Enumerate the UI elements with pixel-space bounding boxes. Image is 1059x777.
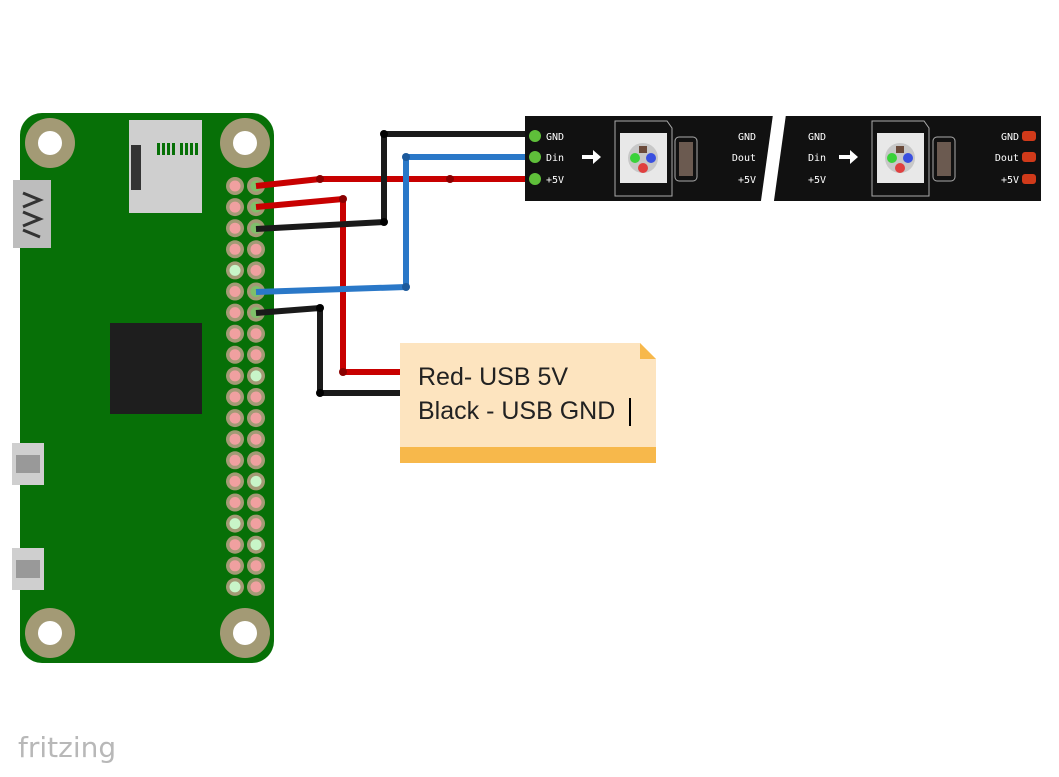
- soc-chip: [110, 323, 202, 414]
- gpio-header: [226, 177, 265, 596]
- wire-red-5v-strip[interactable]: [255, 176, 530, 189]
- mini-hdmi-port: [13, 180, 51, 248]
- gpio-pin[interactable]: [247, 577, 265, 596]
- gpio-pin[interactable]: [226, 324, 244, 343]
- wires: [255, 130, 530, 397]
- note-line-1: Red- USB 5V: [418, 363, 568, 391]
- capacitor: [932, 136, 956, 182]
- gpio-pin[interactable]: [226, 514, 244, 533]
- gpio-pin[interactable]: [226, 219, 244, 238]
- gpio-pin[interactable]: [226, 577, 244, 596]
- gpio-pin[interactable]: [226, 345, 244, 364]
- pin-label-gnd: GND: [546, 132, 564, 143]
- led-strip[interactable]: GND Din +5V GND Dout +5V GND Din +5V GND…: [525, 100, 1041, 215]
- raspberry-pi-zero[interactable]: [12, 113, 274, 663]
- gpio-pin[interactable]: [247, 345, 265, 364]
- gpio-pin[interactable]: [247, 409, 265, 428]
- note-line-2: Black - USB GND: [418, 397, 615, 425]
- gpio-pin[interactable]: [226, 493, 244, 512]
- pin-label-5v: +5V: [1001, 175, 1019, 186]
- pin-label-gnd: GND: [808, 132, 826, 143]
- pin-label-5v: +5V: [546, 175, 564, 186]
- gpio-pin[interactable]: [247, 198, 265, 217]
- gpio-pin[interactable]: [247, 472, 265, 491]
- gpio-pin[interactable]: [226, 282, 244, 301]
- arrow-icon: [582, 150, 601, 164]
- sd-card-slot: [129, 120, 202, 213]
- gpio-pin[interactable]: [247, 556, 265, 575]
- gpio-pin[interactable]: [247, 388, 265, 406]
- gpio-pin[interactable]: [247, 493, 265, 512]
- gpio-pin[interactable]: [226, 177, 244, 195]
- capacitor: [674, 136, 698, 182]
- rgb-led: [871, 120, 930, 197]
- mount-hole: [220, 608, 270, 658]
- gpio-pin[interactable]: [226, 430, 244, 449]
- gpio-pin[interactable]: [247, 324, 265, 343]
- gpio-pin[interactable]: [226, 261, 244, 280]
- pin-label-5v: +5V: [738, 175, 756, 186]
- strip-output-pads: [1022, 131, 1036, 184]
- gpio-pin[interactable]: [226, 240, 244, 259]
- pin-label-gnd: GND: [1001, 132, 1019, 143]
- pin-label-dout: Dout: [732, 153, 756, 164]
- gpio-pin[interactable]: [247, 535, 265, 554]
- pin-label-5v: +5V: [808, 175, 826, 186]
- gpio-pin[interactable]: [247, 261, 265, 280]
- strip-input-pads: [529, 130, 541, 185]
- mount-hole: [220, 118, 270, 168]
- micro-usb-port: [12, 443, 44, 485]
- pin-label-din: Din: [546, 153, 564, 164]
- gpio-pin[interactable]: [226, 409, 244, 428]
- gpio-pin[interactable]: [226, 556, 244, 575]
- pin-label-din: Din: [808, 153, 826, 164]
- note[interactable]: Red- USB 5V Black - USB GND: [400, 343, 656, 463]
- wire-black-gnd-strip[interactable]: [255, 131, 530, 232]
- gpio-pin[interactable]: [247, 366, 265, 385]
- gpio-pin[interactable]: [247, 514, 265, 533]
- gpio-pin[interactable]: [226, 366, 244, 385]
- gpio-pin[interactable]: [226, 388, 244, 406]
- gpio-pin[interactable]: [226, 535, 244, 554]
- gpio-pin[interactable]: [247, 240, 265, 259]
- mount-hole: [25, 118, 75, 168]
- wire-black-usb-gnd[interactable]: [255, 305, 400, 396]
- gpio-pin[interactable]: [226, 198, 244, 217]
- rgb-led: [614, 120, 673, 197]
- arrow-icon: [839, 150, 858, 164]
- micro-usb-power-port: [12, 548, 44, 590]
- gpio-pin[interactable]: [226, 303, 244, 322]
- text-cursor: [629, 398, 631, 426]
- gpio-pin[interactable]: [226, 451, 244, 470]
- gpio-pin[interactable]: [247, 430, 265, 449]
- strip-break: [759, 100, 788, 215]
- mount-hole: [25, 608, 75, 658]
- pin-label-gnd: GND: [738, 132, 756, 143]
- wire-blue-data[interactable]: [255, 154, 530, 295]
- pin-label-dout: Dout: [995, 153, 1019, 164]
- gpio-pin[interactable]: [247, 451, 265, 470]
- wire-red-usb-5v[interactable]: [255, 196, 400, 375]
- fritzing-logo: fritzing: [18, 731, 116, 764]
- gpio-pin[interactable]: [226, 472, 244, 491]
